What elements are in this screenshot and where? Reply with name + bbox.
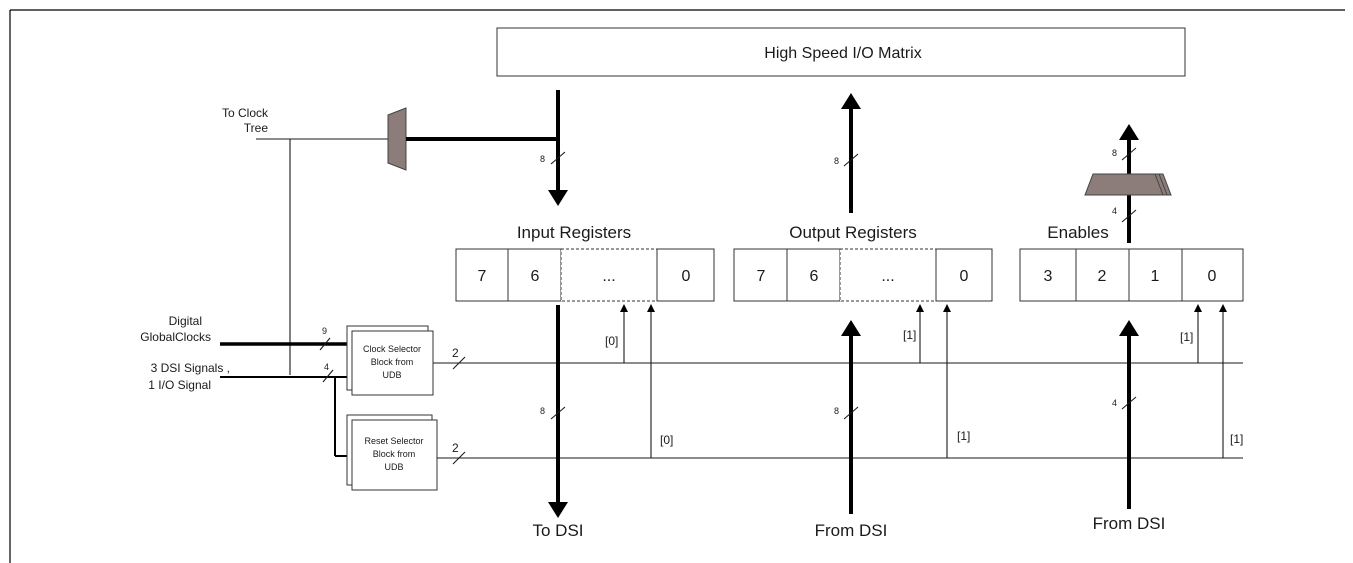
enables-register: 3 2 1 0 bbox=[1019, 248, 1244, 302]
enables-bus-mid-slash bbox=[1121, 209, 1137, 223]
output-reg-cell-7 bbox=[733, 248, 788, 302]
enable-mux bbox=[1084, 173, 1164, 196]
input-reset-tap-label: [0] bbox=[660, 433, 673, 447]
clock-line-slash bbox=[452, 356, 466, 370]
input-reg-cell-ellipsis bbox=[560, 248, 658, 302]
input-reg-cell-6 bbox=[507, 248, 562, 302]
dsi-signals-label: 3 DSI Signals , bbox=[151, 361, 230, 375]
output-reset-tap-label: [1] bbox=[957, 429, 970, 443]
enables-bus-mid-width: 4 bbox=[1112, 206, 1117, 216]
from-dsi-2-width: 4 bbox=[1112, 398, 1117, 408]
to-clock-tree-label-2: Tree bbox=[244, 121, 269, 135]
input-reg-label-7: 7 bbox=[478, 268, 487, 285]
input-clock-tap-label: [0] bbox=[605, 334, 618, 348]
from-dsi-1-width: 8 bbox=[834, 406, 839, 416]
input-registers: 7 6 ... 0 bbox=[455, 248, 715, 302]
input-registers-title: Input Registers bbox=[517, 223, 631, 242]
output-reg-cell-0 bbox=[935, 248, 993, 302]
reset-line-width: 2 bbox=[452, 441, 459, 455]
output-reg-cell-ellipsis bbox=[839, 248, 937, 302]
clock-mux bbox=[387, 107, 407, 171]
io-matrix-label: High Speed I/O Matrix bbox=[764, 45, 921, 62]
reset-selector-block bbox=[351, 419, 438, 491]
input-reg-cell-7 bbox=[455, 248, 509, 302]
clock-selector-label-3: UDB bbox=[382, 370, 401, 380]
output-reg-label-7: 7 bbox=[757, 268, 766, 285]
output-bus-top-width: 8 bbox=[834, 156, 839, 166]
to-dsi-slash bbox=[550, 406, 566, 420]
output-registers: 7 6 ... 0 bbox=[733, 248, 993, 302]
to-dsi-width: 8 bbox=[540, 406, 545, 416]
digital-global-clocks-label-2: GlobalClocks bbox=[140, 330, 211, 344]
from-dsi-label-2: From DSI bbox=[1093, 514, 1166, 533]
enable-cell-0 bbox=[1181, 248, 1244, 302]
output-clock-tap-label: [1] bbox=[903, 328, 916, 342]
enables-clock-tap-label: [1] bbox=[1180, 330, 1193, 344]
dsi-signals-width: 4 bbox=[324, 362, 329, 372]
to-dsi-label: To DSI bbox=[532, 521, 583, 540]
global-clocks-width: 9 bbox=[322, 326, 327, 336]
enable-label-0: 0 bbox=[1208, 268, 1217, 285]
input-bus-top-slash bbox=[550, 151, 566, 165]
clock-selector-label-2: Block from bbox=[371, 357, 414, 367]
output-bus-top-slash bbox=[843, 153, 859, 167]
reset-selector-label-2: Block from bbox=[373, 449, 416, 459]
input-reg-label-6: 6 bbox=[531, 268, 540, 285]
output-reg-label-ellipsis: ... bbox=[881, 268, 894, 285]
input-reg-cell-0 bbox=[656, 248, 715, 302]
enable-label-1: 1 bbox=[1151, 268, 1160, 285]
output-reg-label-6: 6 bbox=[810, 268, 819, 285]
enables-bus-top-width: 8 bbox=[1112, 148, 1117, 158]
enable-label-2: 2 bbox=[1098, 268, 1107, 285]
enables-reset-tap-label: [1] bbox=[1230, 432, 1243, 446]
to-clock-tree-label: To Clock bbox=[222, 106, 269, 120]
digital-global-clocks-label: Digital bbox=[169, 314, 202, 328]
from-dsi-1-slash bbox=[843, 406, 859, 420]
output-reg-label-0: 0 bbox=[960, 268, 969, 285]
input-bus-top-width: 8 bbox=[540, 154, 545, 164]
enable-label-3: 3 bbox=[1044, 268, 1053, 285]
dsi-signals-slash bbox=[322, 369, 334, 383]
from-dsi-label-1: From DSI bbox=[815, 521, 888, 540]
io-matrix-box bbox=[496, 27, 1186, 77]
from-dsi-2-slash bbox=[1121, 396, 1137, 410]
clock-line-width: 2 bbox=[452, 346, 459, 360]
enables-title: Enables bbox=[1047, 223, 1108, 242]
input-reg-label-0: 0 bbox=[682, 268, 691, 285]
enables-bus-top-slash bbox=[1121, 147, 1137, 161]
input-reg-label-ellipsis: ... bbox=[602, 268, 615, 285]
global-clocks-slash bbox=[319, 337, 331, 351]
dsi-signals-label-2: 1 I/O Signal bbox=[148, 378, 211, 392]
enable-cell-1 bbox=[1128, 248, 1183, 302]
reset-selector-label: Reset Selector bbox=[364, 436, 423, 446]
enable-cell-3 bbox=[1019, 248, 1077, 302]
clock-selector-label: Clock Selector bbox=[363, 344, 421, 354]
reset-selector-label-3: UDB bbox=[384, 462, 403, 472]
reset-line-slash bbox=[452, 451, 466, 465]
output-registers-title: Output Registers bbox=[789, 223, 917, 242]
